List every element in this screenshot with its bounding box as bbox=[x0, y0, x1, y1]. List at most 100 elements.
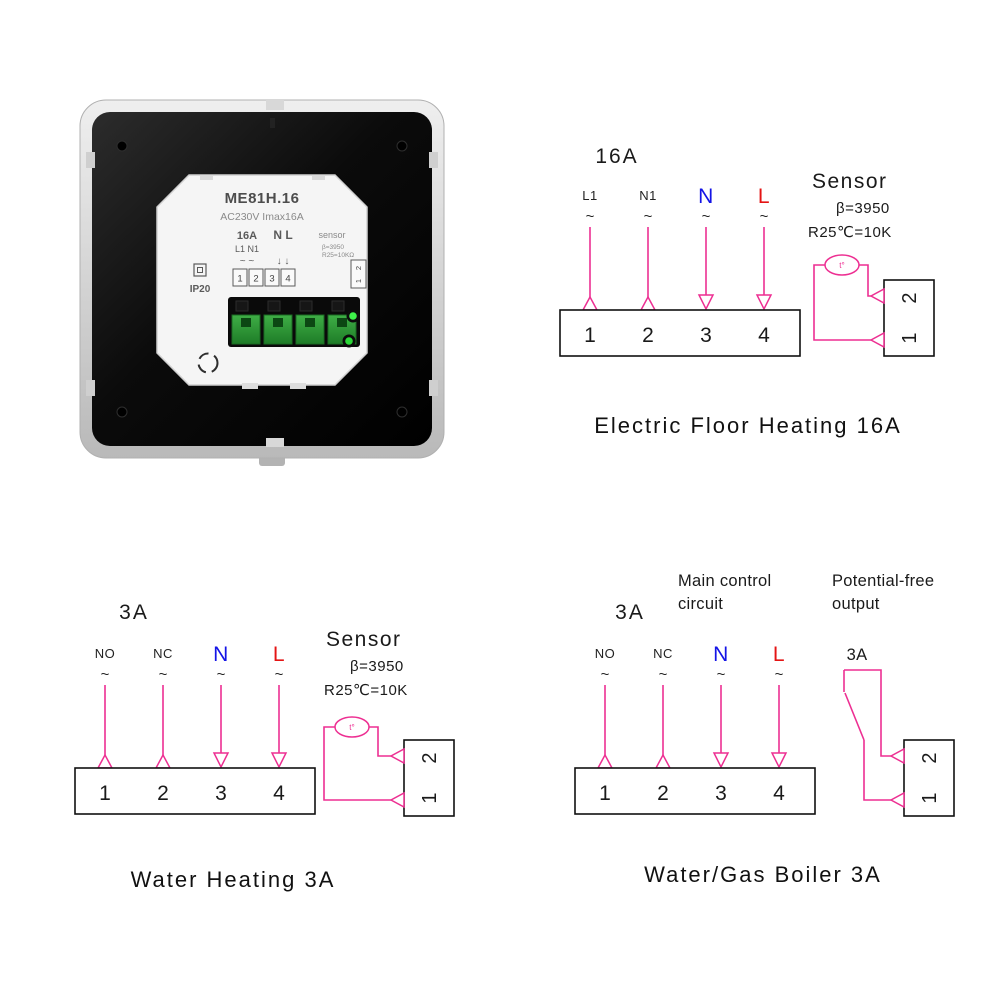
module-nl-label: N L bbox=[273, 228, 292, 242]
water-connector-digit-1: 1 bbox=[419, 792, 441, 803]
tilde-symbol: ~ bbox=[644, 208, 653, 225]
floor-box-number-2: 2 bbox=[642, 324, 654, 347]
water-connector-digit-2: 2 bbox=[419, 752, 441, 763]
class2-insulation-icon bbox=[193, 263, 207, 277]
side-tab-right-bottom bbox=[429, 380, 438, 396]
floor-terminal-label-l1: L1 bbox=[582, 188, 597, 203]
floor-box-number-1: 1 bbox=[584, 324, 596, 347]
sensor-wire-lower bbox=[813, 264, 871, 341]
module-amp-label: 16A bbox=[237, 230, 257, 242]
connector-arrow bbox=[389, 747, 405, 765]
connector-arrow bbox=[869, 331, 885, 349]
module-tab-left bbox=[242, 383, 258, 389]
water-terminal-label-nc: NC bbox=[153, 646, 173, 661]
floor-sensor-r25: R25℃=10K bbox=[808, 224, 892, 241]
connector-arrow bbox=[639, 295, 657, 311]
water-box-number-4: 4 bbox=[273, 782, 285, 805]
module-rating-label: AC230V Imax16A bbox=[220, 211, 303, 223]
terminal-box-2 bbox=[248, 268, 264, 287]
water-heating-diagram: 3A NO NC N L ~ ~ ~ ~ 1 2 3 4 Sensor β=39… bbox=[74, 601, 455, 892]
module-connector-digit-1: 1 bbox=[354, 279, 363, 283]
terminal-hole bbox=[299, 300, 313, 312]
screw-hole-bottom-right bbox=[396, 406, 408, 418]
module-arrow-symbols: ↓ ↓ bbox=[277, 256, 290, 267]
connector-arrow bbox=[596, 753, 614, 769]
terminal-hole bbox=[267, 300, 281, 312]
terminal-hole bbox=[235, 300, 249, 312]
connector-arrow bbox=[755, 294, 773, 311]
floor-sensor-connector-box bbox=[883, 279, 935, 357]
boiler-connector-digit-2: 2 bbox=[919, 752, 941, 763]
module-tab-right bbox=[290, 383, 306, 389]
connector-arrow bbox=[770, 752, 788, 769]
terminal-box-3 bbox=[264, 268, 280, 287]
terminal-number-1: 1 bbox=[237, 274, 242, 285]
boiler-output-connector-box bbox=[903, 739, 955, 817]
boiler-terminal-label-l: L bbox=[773, 643, 785, 666]
connector-arrow bbox=[96, 753, 114, 769]
sensor-probe-mark: t° bbox=[349, 723, 354, 732]
tilde-symbol: ~ bbox=[101, 666, 110, 683]
led-green-2 bbox=[345, 337, 353, 345]
module-sensor-spec-2: R25=10KΩ bbox=[322, 252, 354, 259]
connector-arrow bbox=[154, 753, 172, 769]
water-terminal-strip bbox=[74, 767, 316, 815]
floor-terminal-label-l: L bbox=[758, 185, 770, 208]
boiler-output-label-line2: output bbox=[832, 595, 880, 613]
water-amp-label: 3A bbox=[119, 601, 149, 624]
floor-amp-label: 16A bbox=[595, 145, 638, 168]
sensor-probe-mark: t° bbox=[839, 261, 844, 270]
switch-wire-upper bbox=[844, 669, 891, 757]
screw-hole-top-right bbox=[396, 140, 408, 152]
terminal-screw bbox=[241, 318, 251, 327]
floor-box-number-4: 4 bbox=[758, 324, 770, 347]
water-sensor-beta: β=3950 bbox=[350, 658, 404, 675]
green-terminal-block-3 bbox=[295, 300, 325, 345]
screw-hole-top-left bbox=[116, 140, 128, 152]
water-box-number-1: 1 bbox=[99, 782, 111, 805]
terminal-number-4: 4 bbox=[285, 274, 290, 285]
terminal-number-2: 2 bbox=[253, 274, 258, 285]
frame-notch-top bbox=[266, 100, 284, 110]
side-tab-left-bottom bbox=[86, 380, 95, 396]
class2-insulation-icon-inner bbox=[197, 267, 203, 273]
green-terminal-block-2 bbox=[263, 300, 293, 345]
water-terminal-label-l: L bbox=[273, 643, 285, 666]
water-box-number-2: 2 bbox=[157, 782, 169, 805]
boiler-switch-amp-label: 3A bbox=[847, 646, 868, 664]
sensor-wire-lower bbox=[323, 726, 391, 801]
water-caption: Water Heating 3A bbox=[131, 867, 336, 892]
boiler-caption: Water/Gas Boiler 3A bbox=[644, 862, 882, 887]
boiler-main-circuit-label-line1: Main control bbox=[678, 572, 771, 590]
water-terminal-label-n: N bbox=[213, 643, 229, 666]
water-box-number-3: 3 bbox=[215, 782, 227, 805]
boiler-output-label-line1: Potential-free bbox=[832, 572, 934, 590]
boiler-box-number-2: 2 bbox=[657, 782, 669, 805]
tilde-symbol: ~ bbox=[601, 666, 610, 683]
tilde-symbol: ~ bbox=[159, 666, 168, 683]
module-sensor-spec-1: β=3950 bbox=[322, 244, 344, 251]
boiler-box-number-1: 1 bbox=[599, 782, 611, 805]
floor-caption: Electric Floor Heating 16A bbox=[594, 413, 902, 438]
side-tab-left-top bbox=[86, 152, 95, 168]
frame-notch-bottom bbox=[266, 438, 284, 447]
floor-heating-diagram: 16A L1 N1 N L ~ ~ ~ ~ 1 2 3 4 Sensor β=3… bbox=[559, 145, 935, 438]
water-terminal-label-no: NO bbox=[95, 646, 116, 661]
connector-arrow bbox=[712, 752, 730, 769]
floor-sensor-beta: β=3950 bbox=[836, 200, 890, 217]
terminal-box-1 bbox=[232, 268, 248, 287]
tilde-symbol: ~ bbox=[760, 208, 769, 225]
tilde-symbol: ~ bbox=[659, 666, 668, 683]
floor-box-number-3: 3 bbox=[700, 324, 712, 347]
screw-hole-bottom-left bbox=[116, 406, 128, 418]
switch-wire-lower bbox=[863, 740, 891, 801]
green-terminal-block-1 bbox=[231, 300, 261, 345]
terminal-box-4 bbox=[280, 268, 296, 287]
module-sensor-label: sensor bbox=[318, 230, 345, 240]
tilde-symbol: ~ bbox=[586, 208, 595, 225]
tilde-symbol: ~ bbox=[717, 666, 726, 683]
sensor-wire-upper bbox=[369, 726, 391, 757]
connector-arrow bbox=[389, 791, 405, 809]
boiler-main-circuit-label-line2: circuit bbox=[678, 595, 723, 613]
